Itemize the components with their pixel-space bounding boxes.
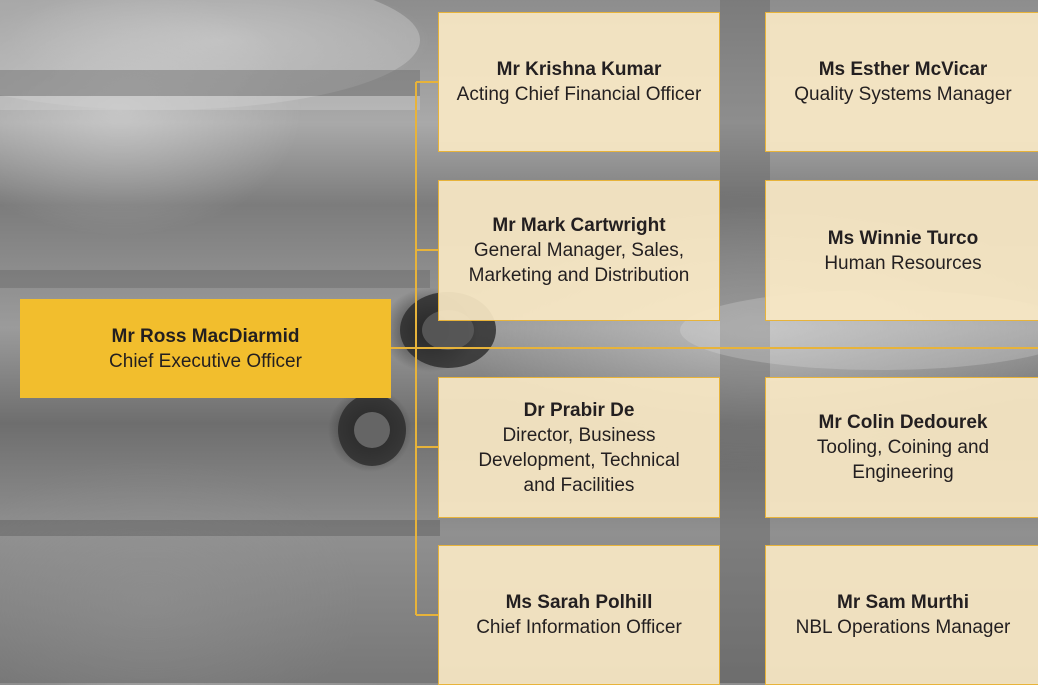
report-role: Quality Systems Manager [794, 84, 1012, 105]
report-role-line-1: Tooling, Coining and [816, 437, 990, 458]
report-role-line-2: Development, Technical [478, 449, 680, 471]
report-name: Ms Winnie Turco [827, 227, 979, 249]
ceo-box: Mr Ross MacDiarmid Chief Executive Offic… [20, 299, 391, 398]
report-name: Mr Mark Cartwright [492, 215, 666, 236]
report-role: Acting Chief Financial Officer [456, 84, 702, 105]
report-box-murthi: Mr Sam Murthi NBL Operations Manager [765, 545, 1038, 685]
report-role-line-2: Marketing and Distribution [468, 265, 690, 286]
report-role-line-2: Engineering [852, 462, 954, 483]
report-role-line-1: Director, Business [502, 424, 656, 446]
report-role: Human Resources [824, 252, 982, 274]
report-box-de: Dr Prabir De Director, Business Developm… [438, 377, 720, 518]
report-box-kumar: Mr Krishna Kumar Acting Chief Financial … [438, 12, 720, 152]
report-name: Ms Esther McVicar [818, 59, 988, 80]
ceo-role: Chief Executive Officer [109, 350, 302, 372]
report-role-line-1: General Manager, Sales, [473, 240, 685, 261]
report-box-dedourek: Mr Colin Dedourek Tooling, Coining and E… [765, 377, 1038, 518]
report-box-mcvicar: Ms Esther McVicar Quality Systems Manage… [765, 12, 1038, 152]
report-name: Mr Krishna Kumar [496, 59, 662, 80]
ceo-name: Mr Ross MacDiarmid [111, 325, 300, 347]
report-box-turco: Ms Winnie Turco Human Resources [765, 180, 1038, 321]
report-role-line-3: and Facilities [523, 474, 635, 496]
report-name: Mr Sam Murthi [837, 592, 969, 613]
report-role: Chief Information Officer [476, 617, 682, 638]
report-role: NBL Operations Manager [795, 617, 1011, 638]
report-name: Dr Prabir De [523, 399, 635, 421]
report-name: Ms Sarah Polhill [505, 592, 653, 613]
report-box-polhill: Ms Sarah Polhill Chief Information Offic… [438, 545, 720, 685]
report-box-cartwright: Mr Mark Cartwright General Manager, Sale… [438, 180, 720, 321]
report-name: Mr Colin Dedourek [818, 412, 988, 433]
